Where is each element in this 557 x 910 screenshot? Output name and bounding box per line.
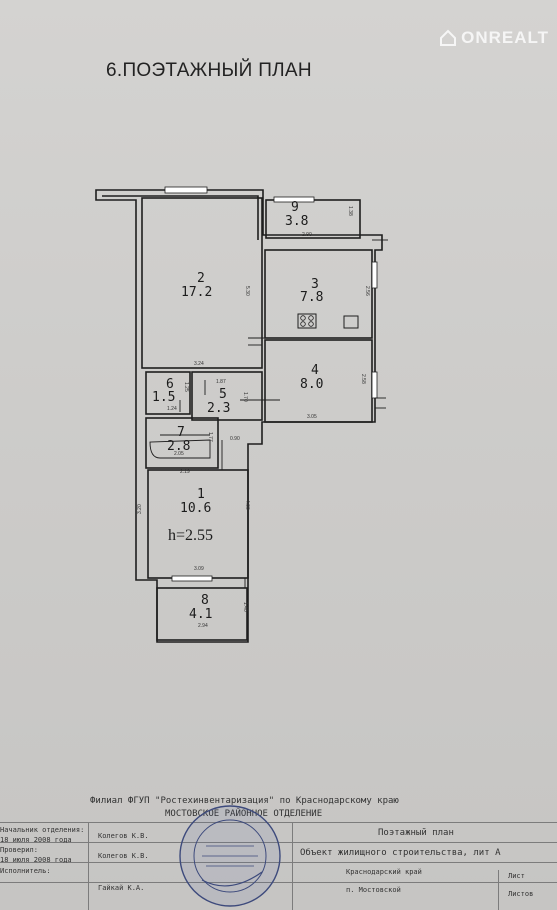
- svg-text:1.38: 1.38: [347, 206, 353, 216]
- svg-text:1.25: 1.25: [183, 382, 189, 392]
- name-1: Колегов К.В.: [98, 832, 149, 840]
- svg-text:4.00: 4.00: [244, 500, 250, 510]
- inner-wall: [102, 195, 259, 240]
- window: [371, 261, 378, 289]
- room-3-area: 7.8: [300, 290, 323, 305]
- checked-label: Проверил:: [0, 846, 38, 854]
- room-6-outline: [145, 371, 191, 415]
- divider: [88, 822, 89, 910]
- room-9-outline: [265, 199, 361, 239]
- svg-text:1.24: 1.24: [167, 406, 177, 412]
- region: Краснодарский край: [346, 868, 422, 876]
- watermark: ONREALT: [439, 28, 549, 48]
- sheets-label: Листов: [508, 890, 534, 898]
- room-8-number: 8: [201, 593, 209, 608]
- room-7-outline: [145, 417, 219, 469]
- room-9-number: 9: [291, 200, 299, 215]
- divider: [0, 862, 557, 863]
- room-8-area: 4.1: [189, 607, 212, 622]
- svg-text:2.58: 2.58: [360, 374, 366, 384]
- svg-text:2.90: 2.90: [302, 232, 312, 238]
- divider: [498, 870, 499, 910]
- svg-text:2.19: 2.19: [180, 469, 190, 475]
- name-3: Гайкай К.А.: [98, 884, 145, 892]
- window: [164, 186, 208, 194]
- svg-text:5.30: 5.30: [244, 286, 250, 296]
- svg-text:3.20: 3.20: [137, 504, 143, 514]
- official-seal: [179, 805, 281, 907]
- floor-plan: 2 17.2 9 3.8 3 7.8 4 8.0 6 1.5 5 2.3 7 2…: [95, 186, 388, 643]
- room-5-outline: [191, 371, 263, 421]
- divider: [0, 822, 557, 823]
- room-2-outline: [141, 197, 263, 369]
- department-name: МОСТОВСКОЕ РАЙОННОЕ ОТДЕЛЕНИЕ: [165, 809, 323, 819]
- divider: [292, 822, 293, 910]
- outer-wall: [95, 189, 383, 643]
- window: [371, 371, 378, 399]
- organization-name: Филиал ФГУП "Ростехинвентаризация" по Кр…: [90, 796, 399, 806]
- room-1-number: 1: [197, 487, 205, 502]
- room-1-area: 10.6: [180, 501, 211, 516]
- sink-icon: [343, 315, 359, 329]
- room-8-outline: [156, 587, 248, 641]
- svg-text:1.87: 1.87: [216, 379, 226, 385]
- page-title: 6.ПОЭТАЖНЫЙ ПЛАН: [106, 60, 312, 81]
- svg-text:3.05: 3.05: [307, 414, 317, 420]
- window: [171, 575, 213, 582]
- room-labels: 2 17.2 9 3.8 3 7.8 4 8.0 6 1.5 5 2.3 7 2…: [152, 200, 323, 622]
- room-5-area: 2.3: [207, 401, 230, 416]
- svg-text:2.56: 2.56: [364, 286, 370, 296]
- room-3-number: 3: [311, 277, 319, 292]
- room-9-area: 3.8: [285, 214, 308, 229]
- sheet-label: Лист: [508, 872, 525, 880]
- svg-text:1.40: 1.40: [242, 602, 248, 612]
- stove-icon: [297, 313, 317, 329]
- bathtub: [149, 439, 211, 459]
- room-3-outline: [264, 249, 373, 339]
- title-block: Филиал ФГУП "Ростехинвентаризация" по Кр…: [0, 780, 557, 910]
- room-2-area: 17.2: [181, 285, 212, 300]
- svg-text:3.09: 3.09: [194, 566, 204, 572]
- room-6-number: 6: [166, 377, 174, 392]
- room-5-number: 5: [219, 387, 227, 402]
- head-label: Начальник отделения:: [0, 826, 85, 834]
- ceiling-height: h=2.55: [168, 527, 214, 544]
- svg-text:0.90: 0.90: [230, 436, 240, 442]
- room-7-number: 7: [177, 425, 185, 440]
- date-1: 18 июля 2008 года: [0, 836, 72, 844]
- room-6-area: 1.5: [152, 390, 175, 405]
- room-4-number: 4: [311, 363, 319, 378]
- name-2: Колегов К.В.: [98, 852, 149, 860]
- room-7-area: 2.8: [167, 439, 190, 454]
- svg-text:1.77: 1.77: [207, 432, 213, 442]
- room-4-area: 8.0: [300, 377, 323, 392]
- document-title: Поэтажный план: [378, 828, 454, 838]
- svg-text:3.24: 3.24: [194, 361, 204, 367]
- svg-text:1.70: 1.70: [242, 392, 248, 402]
- divider: [0, 882, 557, 883]
- svg-text:2.94: 2.94: [198, 623, 208, 629]
- watermark-text: ONREALT: [461, 28, 549, 47]
- date-2: 18 июля 2008 года: [0, 856, 72, 864]
- window: [273, 196, 315, 203]
- executor-label: Исполнитель:: [0, 867, 51, 875]
- district: п. Мостовской: [346, 886, 401, 894]
- object-description: Объект жилищного строительства, лит А: [300, 848, 501, 858]
- dimension-labels: 5.30 3.24 2.90 1.38 2.56 2.58 3.05 1.87 …: [137, 206, 370, 629]
- room-2-number: 2: [197, 271, 205, 286]
- svg-text:2.05: 2.05: [174, 451, 184, 457]
- house-icon: [440, 29, 457, 46]
